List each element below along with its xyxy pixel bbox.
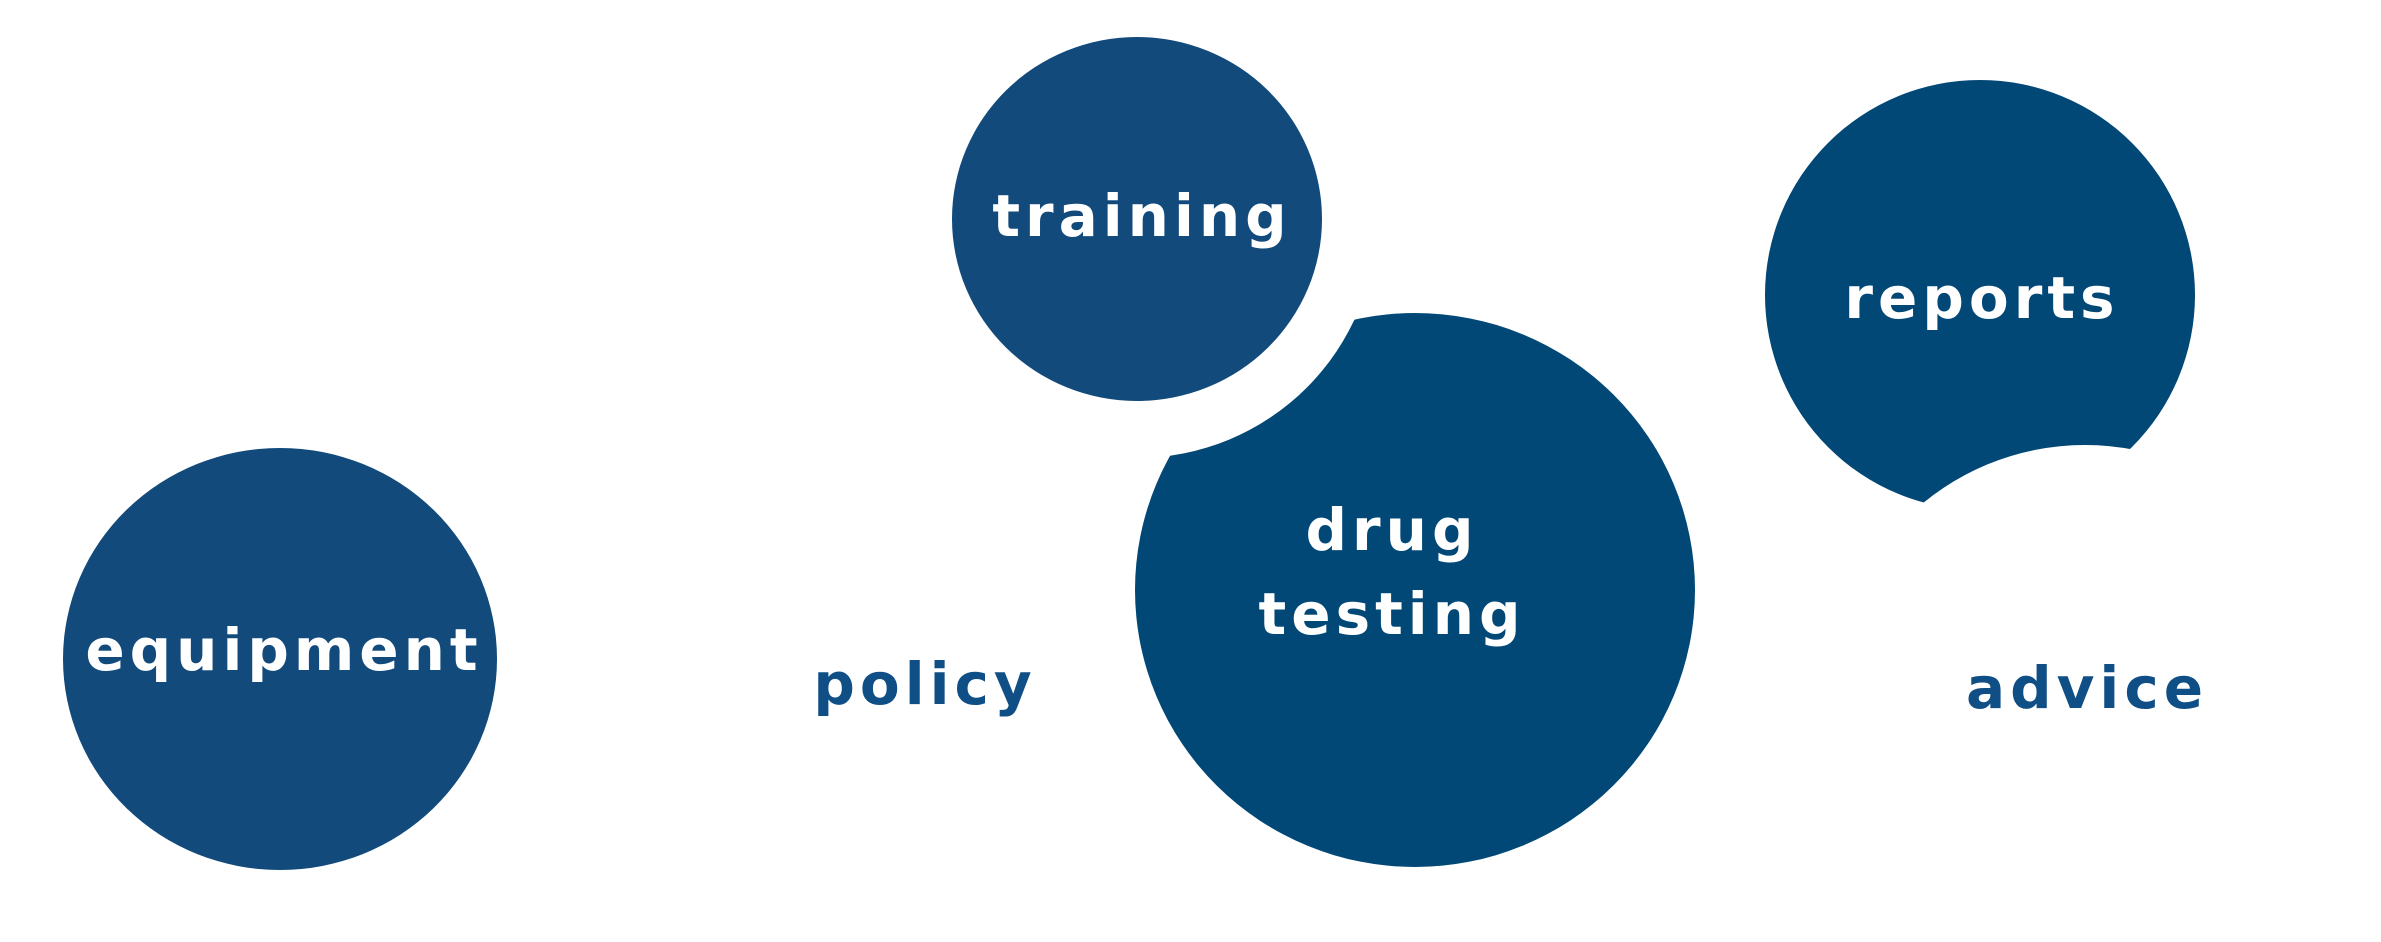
- gap-around-advice: [1830, 445, 2340, 942]
- label-drug: drug: [1306, 496, 1479, 564]
- label-advice: advice: [1966, 654, 2208, 722]
- label-reports: reports: [1844, 264, 2119, 332]
- bubble-equipment: [63, 448, 497, 870]
- bubble-drug-testing: [1135, 313, 1695, 867]
- label-equipment: equipment: [85, 616, 482, 684]
- bubble-reports: [1765, 80, 2195, 510]
- label-training: training: [992, 182, 1291, 250]
- label-policy: policy: [813, 650, 1036, 718]
- bubble-reports-shape: [1765, 80, 2195, 510]
- bubble-drug-testing-shape: [1135, 313, 1695, 867]
- label-testing: testing: [1259, 580, 1526, 648]
- bubble-equipment-shape: [63, 448, 497, 870]
- bubble-training-shape: [952, 37, 1322, 401]
- bubble-training: [952, 37, 1322, 401]
